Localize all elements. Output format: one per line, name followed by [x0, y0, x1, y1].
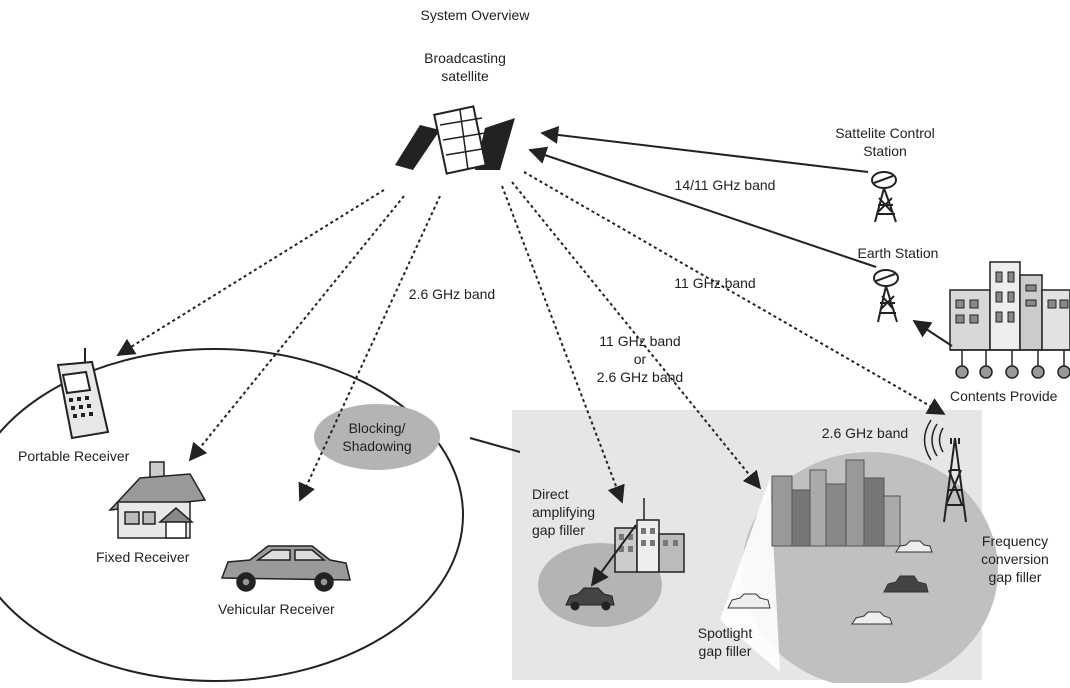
- band-26-label: 2.6 GHz band: [408, 286, 496, 302]
- band-or-label: 11 GHz band or 2.6 GHz band: [580, 332, 700, 386]
- gap-tower-band-label: 2.6 GHz band: [821, 425, 909, 441]
- car-icon: [565, 587, 615, 611]
- band-11-label: 11 GHz band: [674, 275, 756, 291]
- downlink-portable-arrow: [116, 189, 385, 356]
- coverage-area-ellipse: [0, 348, 464, 682]
- direct-gap-filler-building-icon: [614, 498, 685, 573]
- control-station-label-line1: Sattelite Control: [835, 125, 935, 141]
- spotlight-label-line2: gap filler: [698, 643, 752, 659]
- fixed-receiver-icon: [108, 461, 207, 539]
- direct-gap-filler-label: Direct amplifying gap filler: [532, 485, 595, 539]
- contents-provider-buildings-icon: [949, 261, 1070, 379]
- direct-gap-filler-link: [590, 524, 637, 587]
- earth-station-antenna-icon: [873, 269, 899, 323]
- downlink-fixed-arrow: [188, 195, 405, 462]
- control-station-label-line2: Station: [863, 143, 907, 159]
- freq-label-line3: gap filler: [988, 569, 1042, 585]
- contents-provider-label: Contents Provide: [950, 388, 1058, 404]
- portable-receiver-icon: [56, 348, 110, 440]
- signal-waves-icon: [923, 419, 944, 461]
- frequency-conversion-tower-icon: [943, 437, 967, 523]
- city-skyline-icon: [771, 459, 901, 547]
- spotlight-label-line1: Spotlight: [697, 625, 753, 641]
- spotlight-cars-icon: [727, 540, 933, 625]
- portable-receiver-label: Portable Receiver: [18, 448, 130, 464]
- uplink-band-label: 14/11 GHz band: [674, 177, 776, 193]
- earth-station-label: Earth Station: [857, 245, 939, 261]
- diagram-title: System Overview: [420, 7, 530, 23]
- freq-label-line1: Frequency: [981, 533, 1049, 549]
- downlink-frequency-arrow: [523, 171, 946, 415]
- band-or-line2: or: [633, 351, 647, 367]
- blocking-label-line2: Shadowing: [342, 438, 412, 454]
- satellite-label-line1: Broadcasting: [424, 50, 506, 66]
- control-station-antenna-icon: [871, 171, 897, 223]
- control-uplink-arrow: [540, 125, 869, 173]
- satellite-label-line2: satellite: [441, 68, 489, 84]
- direct-label-line2: amplifying: [532, 504, 596, 520]
- satellite-icon: [395, 105, 515, 175]
- spotlight-beam: [720, 478, 780, 672]
- downlink-vehicular-arrow: [298, 195, 441, 502]
- vehicular-receiver-label: Vehicular Receiver: [218, 601, 335, 617]
- satellite-label: Broadcasting satellite: [390, 49, 540, 85]
- band-or-line3: 2.6 GHz band: [596, 369, 684, 385]
- control-station-label: Sattelite Control Station: [810, 124, 960, 160]
- earth-uplink-arrow: [528, 146, 877, 268]
- downlink-direct-arrow: [501, 185, 625, 504]
- spotlight-gap-filler-label: Spotlight gap filler: [680, 624, 770, 660]
- band-or-line1: 11 GHz band: [599, 333, 681, 349]
- blocking-connector-line: [469, 437, 521, 453]
- frequency-conversion-label: Frequency conversion gap filler: [960, 532, 1070, 586]
- direct-label-line1: Direct: [532, 486, 569, 502]
- provider-link-arrow: [912, 320, 953, 347]
- freq-label-line2: conversion: [981, 551, 1049, 567]
- vehicular-receiver-icon: [220, 545, 351, 592]
- fixed-receiver-label: Fixed Receiver: [96, 549, 190, 565]
- blocking-ellipse: [314, 404, 440, 470]
- blocking-label: Blocking/ Shadowing: [327, 419, 427, 455]
- direct-label-line3: gap filler: [532, 522, 585, 538]
- blocking-label-line1: Blocking/: [348, 420, 406, 436]
